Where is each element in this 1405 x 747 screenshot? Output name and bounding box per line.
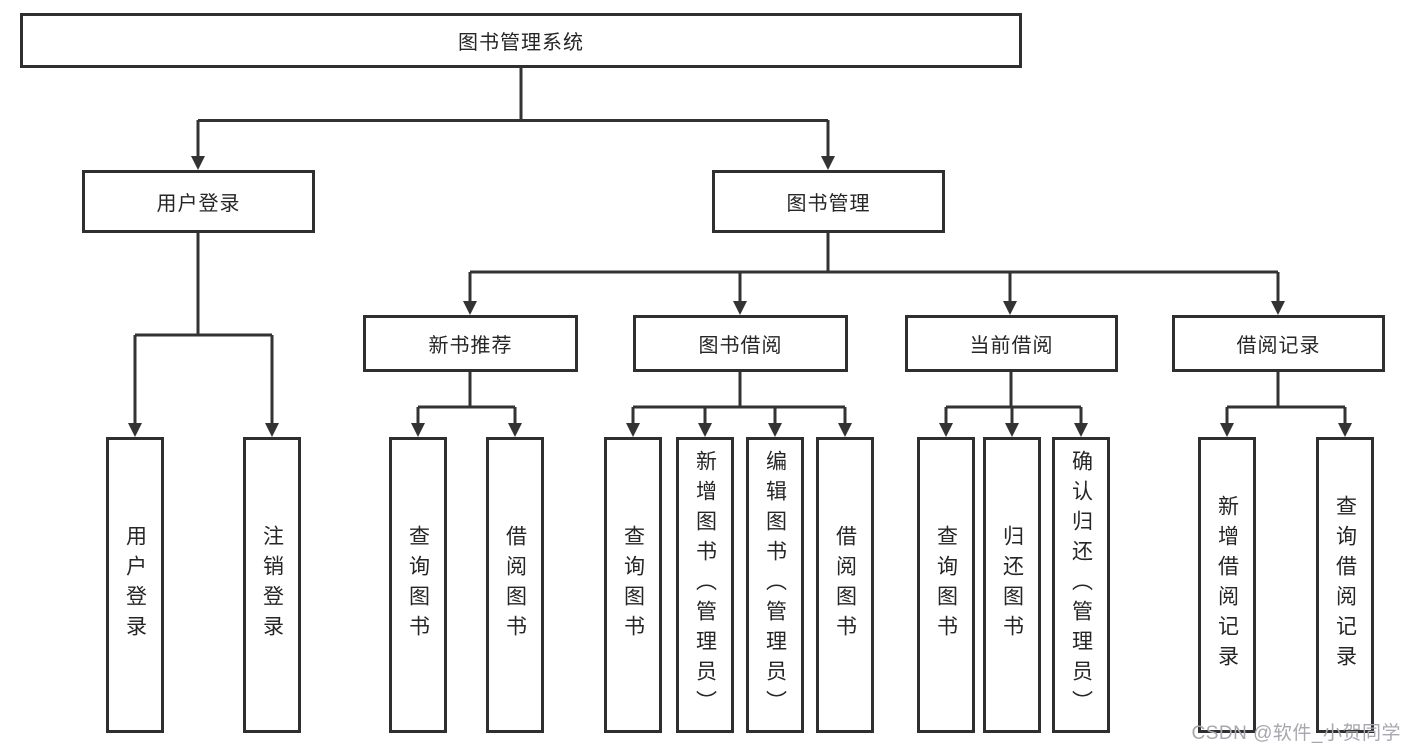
node-label: 确认归还（管理员） — [1069, 450, 1093, 720]
node-label: 图书借阅 — [698, 335, 783, 357]
node-label: 查询图书 — [934, 525, 958, 645]
node-label: 注销登录 — [260, 525, 284, 645]
node-label: 查询图书 — [406, 525, 430, 645]
node-user-login: 用户登录 — [82, 170, 315, 233]
leaf-user-login: 用户登录 — [106, 437, 164, 733]
node-label: 编辑图书（管理员） — [763, 450, 787, 720]
connector-paths — [133, 68, 1347, 427]
leaf-query-books-3: 查询图书 — [917, 437, 975, 733]
node-label: 查询借阅记录 — [1333, 495, 1357, 675]
node-label: 查询图书 — [621, 525, 645, 645]
leaf-add-borrow-record: 新增借阅记录 — [1198, 437, 1256, 733]
node-label: 图书管理系统 — [458, 32, 584, 54]
leaf-query-books-2: 查询图书 — [604, 437, 662, 733]
node-book-borrowing: 图书借阅 — [633, 315, 848, 372]
leaf-borrow-books-2: 借阅图书 — [816, 437, 874, 733]
node-current-borrowing: 当前借阅 — [905, 315, 1118, 372]
leaf-edit-books-admin: 编辑图书（管理员） — [746, 437, 804, 733]
leaf-borrow-books-1: 借阅图书 — [486, 437, 544, 733]
leaf-query-borrow-record: 查询借阅记录 — [1316, 437, 1374, 733]
leaf-confirm-return-admin: 确认归还（管理员） — [1052, 437, 1110, 733]
leaf-query-books-1: 查询图书 — [389, 437, 447, 733]
node-label: 图书管理 — [786, 193, 871, 215]
node-label: 新增图书（管理员） — [693, 450, 717, 720]
node-book-management: 图书管理 — [712, 170, 945, 233]
node-label: 借阅记录 — [1236, 335, 1321, 357]
node-label: 用户登录 — [156, 193, 241, 215]
node-label: 当前借阅 — [969, 335, 1054, 357]
node-label: 新书推荐 — [428, 335, 513, 357]
leaf-logout: 注销登录 — [243, 437, 301, 733]
node-borrowing-records: 借阅记录 — [1172, 315, 1385, 372]
node-library-management-system: 图书管理系统 — [20, 13, 1022, 68]
node-label: 借阅图书 — [503, 525, 527, 645]
leaf-return-books: 归还图书 — [983, 437, 1041, 733]
node-label: 借阅图书 — [833, 525, 857, 645]
connector-arrows — [128, 156, 1352, 437]
node-label: 归还图书 — [1000, 525, 1024, 645]
node-label: 新增借阅记录 — [1215, 495, 1239, 675]
node-label: 用户登录 — [123, 525, 147, 645]
node-new-book-recommendation: 新书推荐 — [363, 315, 578, 372]
leaf-add-books-admin: 新增图书（管理员） — [676, 437, 734, 733]
